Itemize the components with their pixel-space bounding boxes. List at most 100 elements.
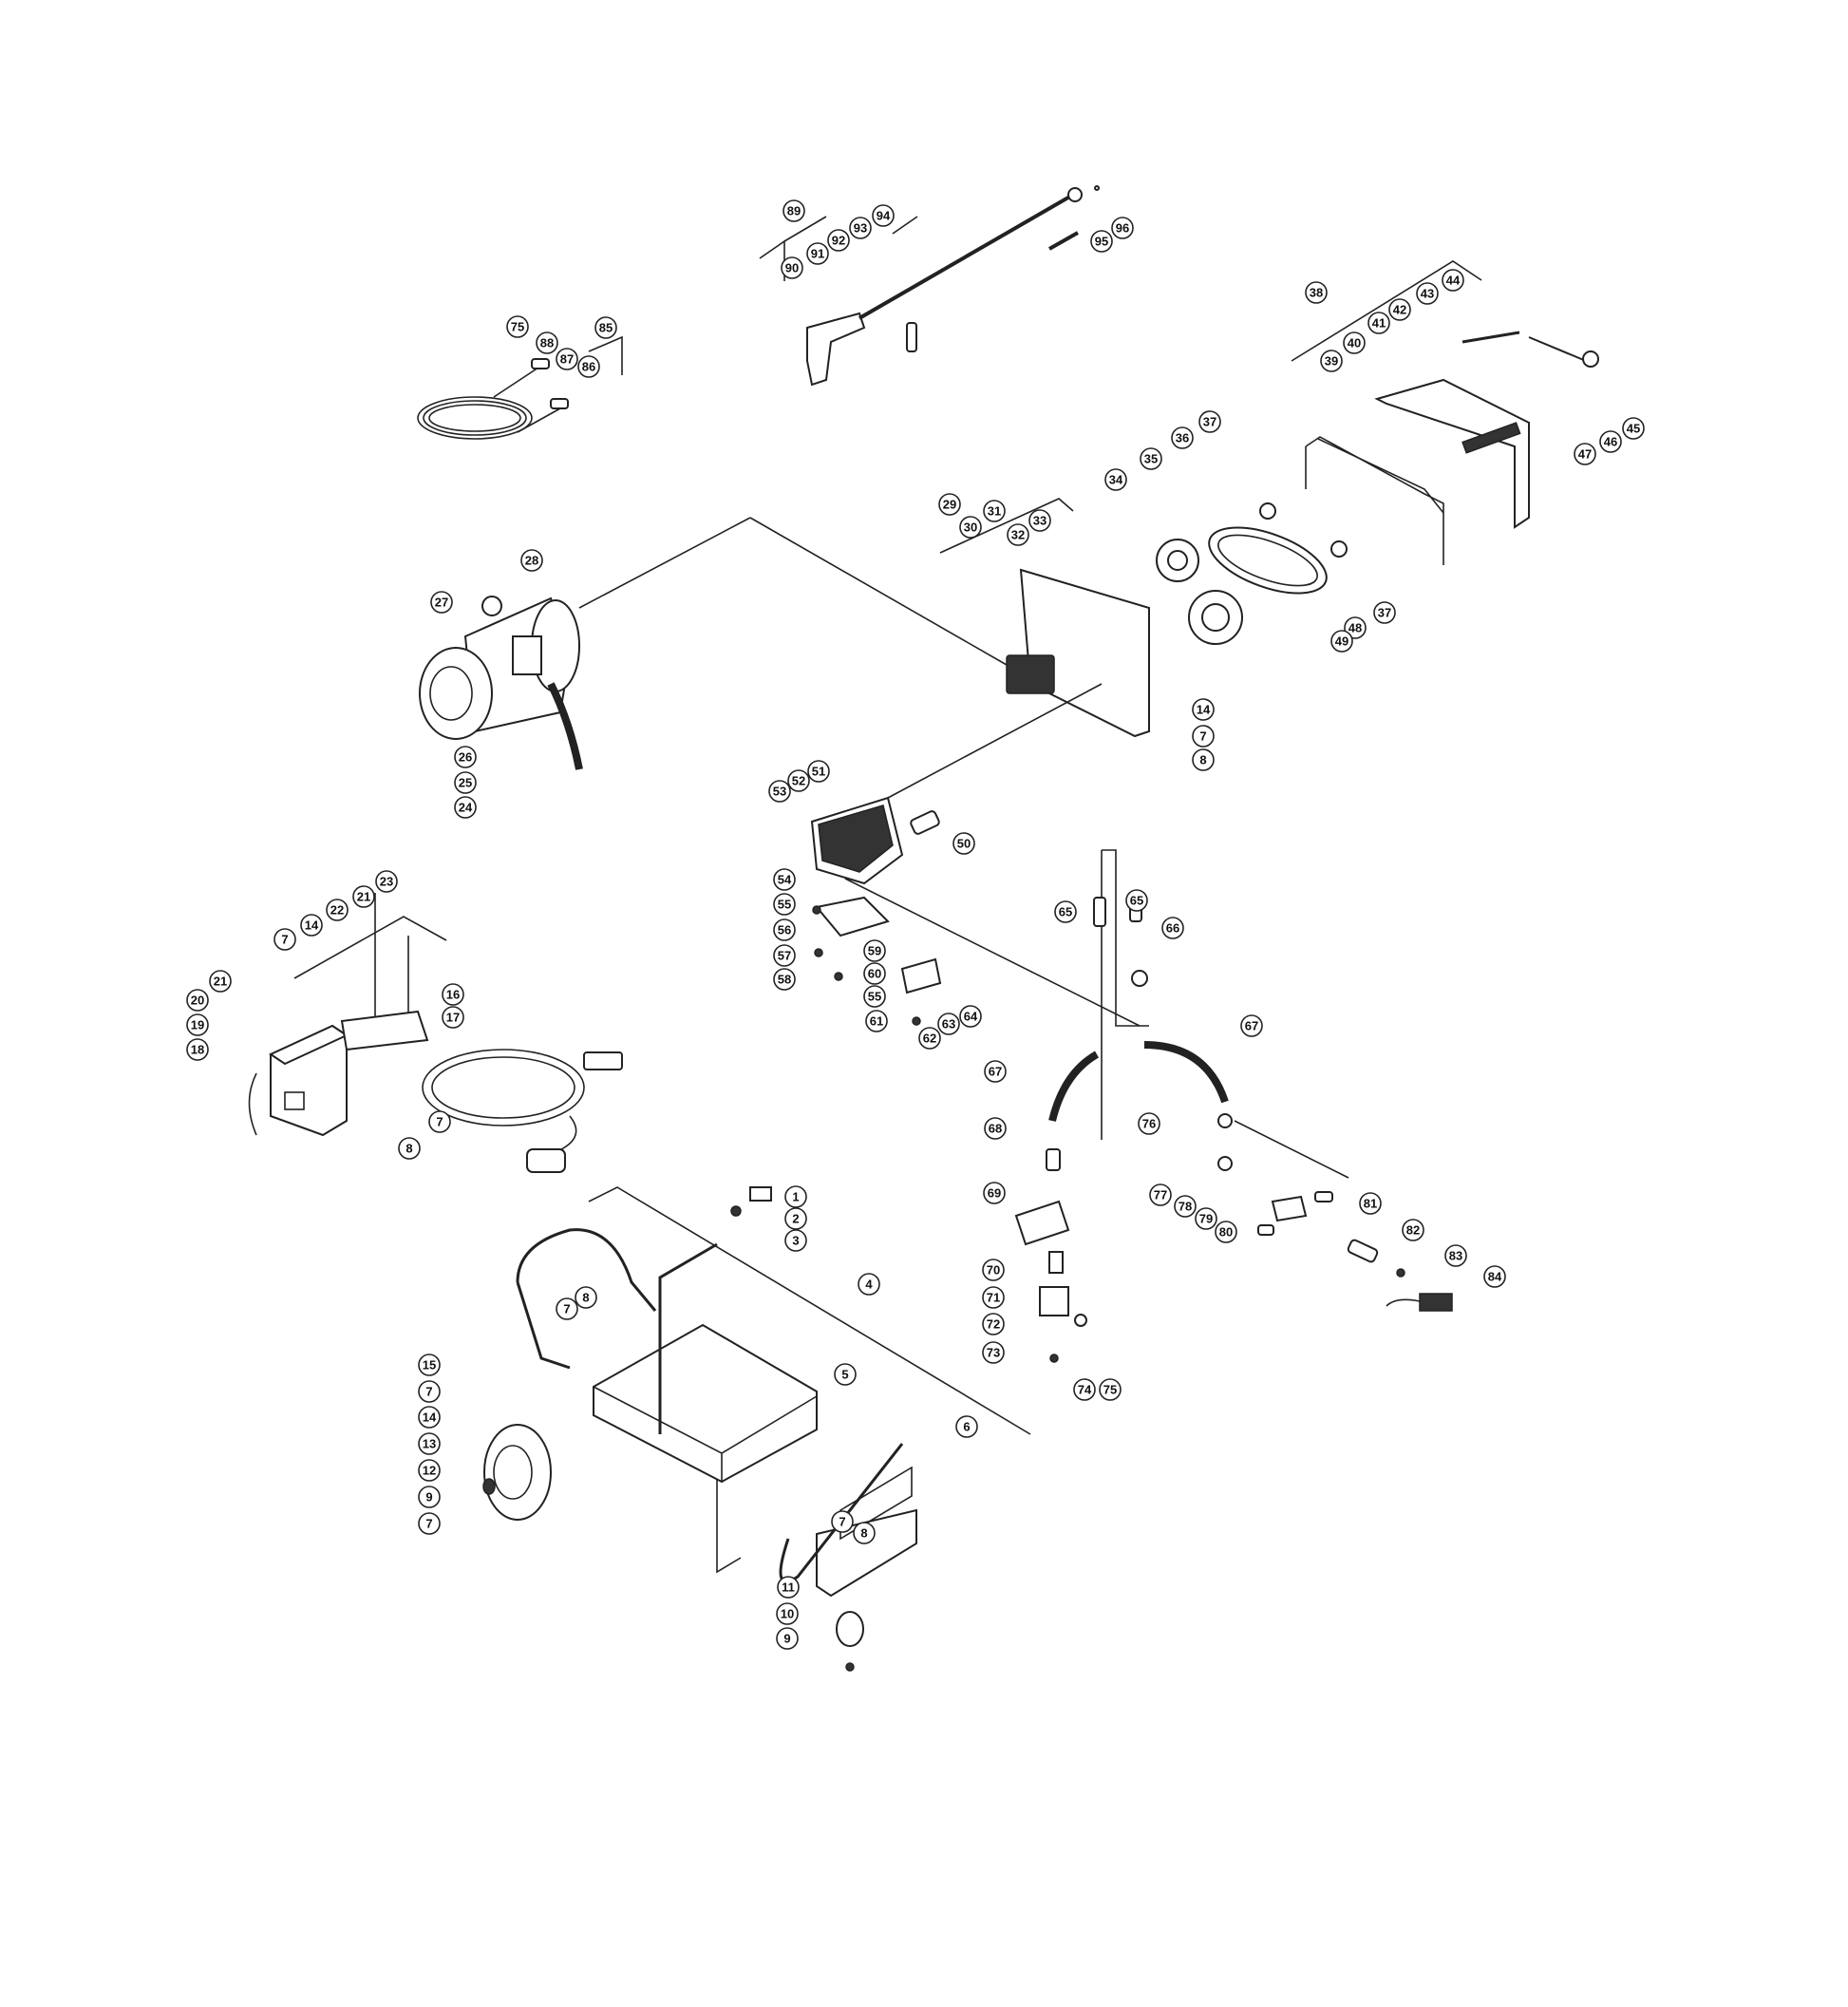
- callout-label: 7: [563, 1302, 570, 1316]
- callout-circle: [1622, 417, 1645, 440]
- callout-label: 41: [1372, 316, 1386, 331]
- callout-label: 18: [191, 1043, 204, 1057]
- callout-label: 69: [988, 1186, 1001, 1201]
- pump-mounting-bracket: [812, 896, 942, 1026]
- callout-circle: [1138, 1112, 1160, 1135]
- callout-label: 65: [1059, 905, 1072, 919]
- callout-label: 8: [405, 1142, 412, 1156]
- callout-85: 85: [594, 316, 617, 339]
- callout-label: 52: [792, 774, 805, 788]
- callout-label: 14: [305, 918, 319, 933]
- callout-2: 2: [784, 1207, 807, 1230]
- callout-label: 94: [877, 209, 891, 223]
- callout-circle: [937, 1013, 960, 1035]
- callout-circle: [418, 1512, 441, 1535]
- callout-circle: [863, 939, 886, 962]
- callout-label: 8: [860, 1526, 867, 1541]
- callout-10: 10: [776, 1602, 799, 1625]
- callout-74: 74: [1073, 1378, 1096, 1401]
- callout-19: 19: [186, 1013, 209, 1036]
- callout-7: 7: [273, 928, 296, 951]
- callout-89: 89: [783, 199, 805, 222]
- callout-34: 34: [1104, 468, 1127, 491]
- callout-circle: [1343, 331, 1366, 354]
- callout-30: 30: [959, 516, 982, 539]
- callout-circle: [398, 1137, 421, 1160]
- callout-label: 59: [868, 944, 881, 958]
- callout-17: 17: [442, 1006, 464, 1029]
- callout-circle: [959, 1005, 982, 1028]
- callout-circle: [806, 242, 829, 265]
- callout-circle: [418, 1354, 441, 1376]
- callout-label: 67: [989, 1065, 1002, 1079]
- callout-circle: [858, 1273, 880, 1296]
- callout-circle: [983, 500, 1006, 522]
- callout-circle: [768, 780, 791, 803]
- callout-7: 7: [831, 1510, 854, 1533]
- callout-88: 88: [536, 331, 558, 354]
- callout-label: 93: [854, 221, 867, 236]
- callout-label: 35: [1144, 452, 1158, 466]
- callout-65: 65: [1054, 900, 1077, 923]
- callout-circle: [428, 1110, 451, 1133]
- callout-9: 9: [776, 1627, 799, 1650]
- callout-circle: [1192, 725, 1215, 748]
- pump-assembly: [810, 683, 1141, 1027]
- callout-circle: [418, 1380, 441, 1403]
- callout-circle: [186, 1013, 209, 1036]
- callout-72: 72: [982, 1313, 1005, 1335]
- callout-label: 21: [214, 975, 227, 989]
- callout-circle: [982, 1313, 1005, 1335]
- callout-circle: [1099, 1378, 1122, 1401]
- callout-label: 92: [832, 234, 845, 248]
- callout-18: 18: [186, 1038, 209, 1061]
- unloader-plumbing: [1014, 849, 1453, 1363]
- callout-label: 72: [987, 1317, 1000, 1332]
- callout-78: 78: [1174, 1195, 1197, 1218]
- callout-6: 6: [955, 1415, 978, 1438]
- callout-82: 82: [1402, 1219, 1424, 1241]
- callout-circle: [1149, 1183, 1172, 1206]
- callout-83: 83: [1444, 1244, 1467, 1267]
- callout-46: 46: [1599, 430, 1622, 453]
- callout-circle: [1054, 900, 1077, 923]
- callout-circle: [1174, 1195, 1197, 1218]
- callout-circle: [1111, 217, 1134, 239]
- callout-circle: [783, 199, 805, 222]
- callout-circle: [1198, 410, 1221, 433]
- callout-circle: [853, 1522, 876, 1544]
- callout-circle: [1444, 1244, 1467, 1267]
- callout-circle: [1367, 312, 1390, 334]
- callout-label: 54: [778, 873, 792, 887]
- callout-label: 79: [1199, 1212, 1213, 1226]
- callout-circle: [955, 1415, 978, 1438]
- callout-36: 36: [1171, 426, 1194, 449]
- callout-circle: [1330, 630, 1353, 653]
- electric-motor: [419, 517, 1008, 770]
- callout-label: 75: [511, 320, 524, 334]
- callout-circle: [556, 348, 578, 370]
- callout-label: 45: [1627, 422, 1640, 436]
- callout-24: 24: [454, 796, 477, 819]
- callout-circle: [577, 355, 600, 378]
- callout-label: 25: [459, 776, 472, 790]
- callout-label: 63: [942, 1017, 955, 1032]
- callout-label: 9: [783, 1632, 790, 1646]
- callout-circle: [787, 769, 810, 792]
- callout-label: 71: [987, 1291, 1000, 1305]
- callout-84: 84: [1483, 1265, 1506, 1288]
- callout-75: 75: [506, 315, 529, 338]
- callout-circle: [918, 1027, 941, 1050]
- callout-label: 64: [964, 1010, 978, 1024]
- callout-circle: [1007, 523, 1029, 546]
- callout-label: 33: [1033, 514, 1047, 528]
- callout-43: 43: [1416, 282, 1439, 305]
- callout-label: 91: [811, 247, 824, 261]
- callout-label: 88: [540, 336, 554, 350]
- callout-label: 90: [785, 261, 799, 275]
- callout-label: 57: [778, 949, 791, 963]
- callout-circle: [454, 796, 477, 819]
- callout-label: 87: [560, 352, 574, 367]
- callout-circle: [773, 918, 796, 941]
- callout-label: 73: [987, 1346, 1000, 1360]
